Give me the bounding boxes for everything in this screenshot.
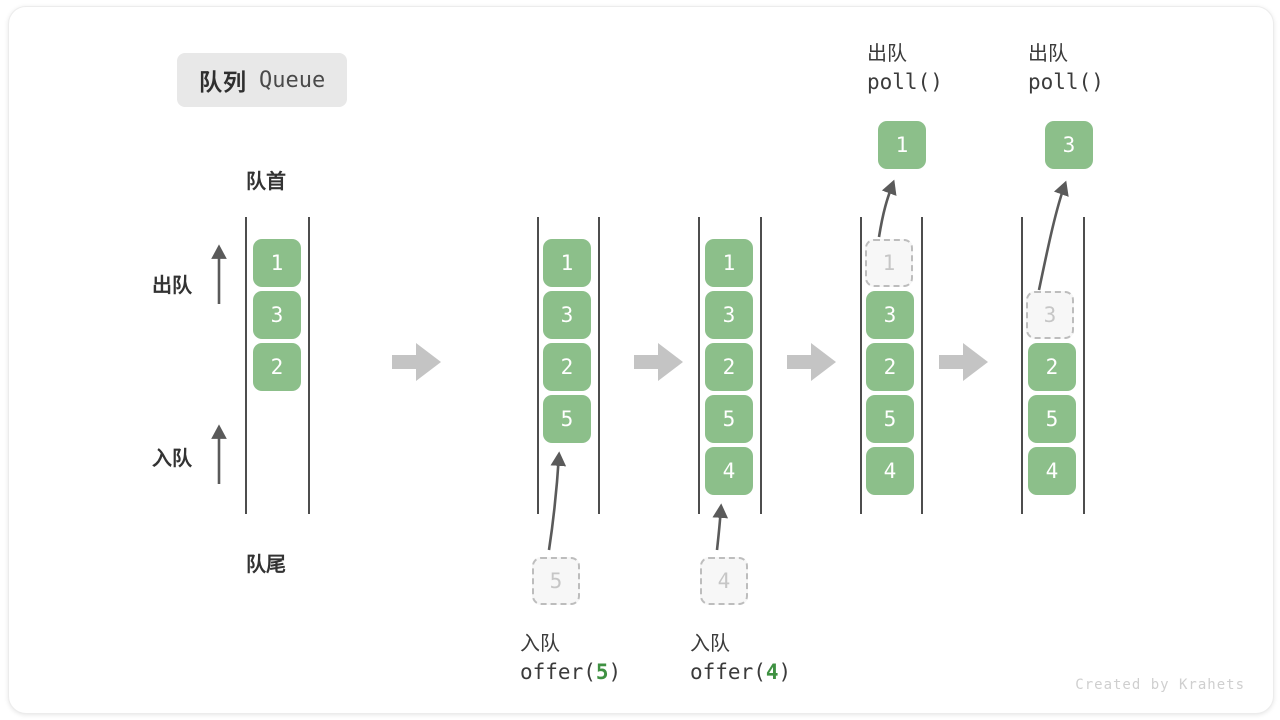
queue-element: 2 [1028, 343, 1076, 391]
caption-line-cn: 出队 [1028, 43, 1068, 65]
title-cn: 队列 [199, 69, 247, 95]
diagram-card: 队列 Queue 队首 队尾 出队 入队 1 3 2 1 3 2 5 5 入队 … [8, 6, 1274, 714]
insert-arrow-5 [547, 451, 567, 551]
incoming-ghost-element: 4 [700, 557, 748, 605]
rail-left-step-2 [537, 217, 539, 514]
caption-line-code: offer(5) [520, 660, 622, 684]
rail-right-step-2 [598, 217, 600, 514]
rail-right-step-3 [760, 217, 762, 514]
queue-element: 1 [543, 239, 591, 287]
queue-element: 5 [866, 395, 914, 443]
outgoing-element: 3 [1045, 121, 1093, 169]
queue-element: 5 [543, 395, 591, 443]
queue-element: 2 [543, 343, 591, 391]
queue-element: 3 [253, 291, 301, 339]
queue-element: 3 [866, 291, 914, 339]
queue-element: 5 [1028, 395, 1076, 443]
label-head: 队首 [246, 171, 286, 193]
rail-left-step-3 [698, 217, 700, 514]
diagram-title-badge: 队列 Queue [177, 53, 348, 107]
queue-element: 3 [543, 291, 591, 339]
caption-line-code: offer(4) [690, 660, 792, 684]
queue-element: 2 [866, 343, 914, 391]
caption-poll-1: 出队 poll() [867, 37, 943, 94]
title-en: Queue [259, 67, 326, 93]
caption-offer-5: 入队 offer(5) [520, 627, 621, 684]
step-arrow-icon [787, 343, 836, 381]
dequeued-ghost-element: 1 [865, 239, 913, 287]
step-arrow-icon [634, 343, 683, 381]
step-arrow-icon [392, 343, 441, 381]
queue-element: 1 [253, 239, 301, 287]
label-dequeue: 出队 [152, 275, 192, 297]
queue-element: 4 [705, 447, 753, 495]
incoming-ghost-element: 5 [532, 557, 580, 605]
queue-element: 2 [705, 343, 753, 391]
caption-line-code: poll() [867, 70, 943, 94]
queue-element: 1 [705, 239, 753, 287]
queue-element: 3 [705, 291, 753, 339]
step-arrow-icon [939, 343, 988, 381]
caption-line-code: poll() [1028, 70, 1104, 94]
outgoing-element: 1 [878, 121, 926, 169]
caption-line-cn: 出队 [867, 43, 907, 65]
label-tail: 队尾 [246, 554, 286, 576]
queue-element: 4 [866, 447, 914, 495]
rail-left-step-1 [245, 217, 247, 514]
label-enqueue: 入队 [152, 448, 192, 470]
caption-poll-3: 出队 poll() [1028, 37, 1104, 94]
caption-line-cn: 入队 [520, 633, 560, 655]
rail-right-step-5 [1083, 217, 1085, 514]
credit-text: Created by Krahets [1075, 677, 1245, 693]
remove-arrow-1 [877, 179, 897, 238]
rail-right-step-4 [921, 217, 923, 514]
caption-offer-4: 入队 offer(4) [690, 627, 791, 684]
rail-left-step-5 [1021, 217, 1023, 514]
queue-element: 4 [1028, 447, 1076, 495]
insert-arrow-4 [712, 503, 729, 551]
dequeued-ghost-element: 3 [1026, 291, 1074, 339]
queue-element: 5 [705, 395, 753, 443]
rail-left-step-4 [860, 217, 862, 514]
queue-element: 2 [253, 343, 301, 391]
rail-right-step-1 [308, 217, 310, 514]
remove-arrow-3 [1037, 180, 1069, 291]
caption-line-cn: 入队 [690, 633, 730, 655]
